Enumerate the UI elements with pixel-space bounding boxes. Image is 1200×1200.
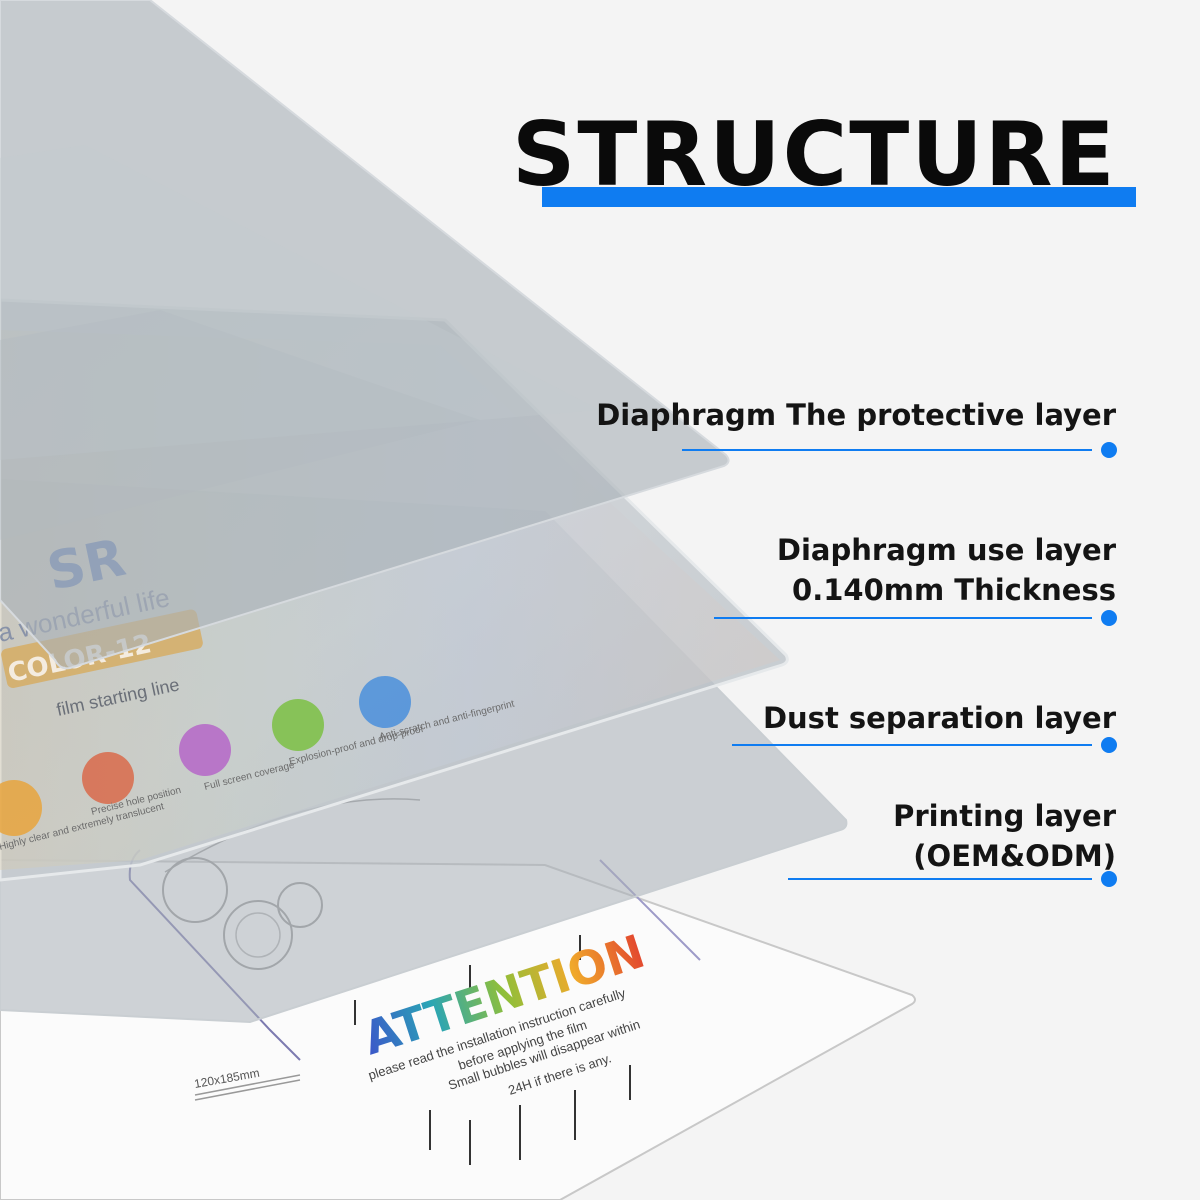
layer-label-use-line-2: 0.140mm Thickness	[792, 573, 1116, 607]
layer-label-dust-line-1: Dust separation layer	[762, 701, 1116, 735]
protective-layer-sheet	[0, 0, 730, 670]
leader-dot-use	[1101, 610, 1117, 626]
leader-line-use	[714, 617, 1092, 619]
page-title: STRUCTURE	[512, 103, 1117, 206]
layer-label-printing-line-2: (OEM&ODM)	[913, 839, 1116, 873]
leader-dot-protective	[1101, 442, 1117, 458]
leader-line-printing	[788, 878, 1092, 880]
layer-label-protective: Diaphragm The protective layer	[596, 395, 1116, 435]
layer-label-dust: Dust separation layer	[763, 698, 1116, 738]
leader-line-protective	[682, 449, 1092, 451]
layer-label-use-line-1: Diaphragm use layer	[776, 533, 1116, 567]
leader-dot-dust	[1101, 737, 1117, 753]
layer-label-printing: Printing layer (OEM&ODM)	[893, 796, 1116, 876]
leader-dot-printing	[1101, 871, 1117, 887]
title-block: STRUCTURE	[500, 95, 1160, 225]
layer-label-printing-line-1: Printing layer	[893, 799, 1116, 833]
layer-label-use: Diaphragm use layer 0.140mm Thickness	[777, 530, 1116, 610]
leader-line-dust	[732, 744, 1092, 746]
layer-label-protective-line-1: Diaphragm The protective layer	[596, 398, 1116, 432]
title-underline	[542, 187, 1136, 207]
